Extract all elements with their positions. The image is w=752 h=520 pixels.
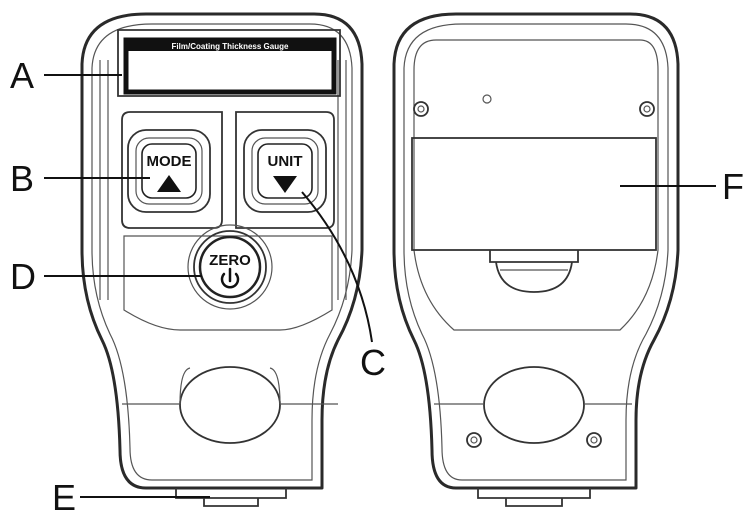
- screen-title-bar: [126, 40, 334, 51]
- unit-button-label: UNIT: [268, 153, 303, 170]
- callout-c: C: [301, 191, 386, 383]
- pin-hole: [482, 94, 492, 104]
- callout-a: A: [10, 55, 122, 96]
- front-view: Film/Coating Thickness Gauge MODE UNIT Z…: [80, 12, 364, 507]
- front-body-outline: [80, 12, 364, 490]
- keypad-panel-lower: [123, 235, 333, 331]
- screw-icon: [466, 432, 482, 448]
- front-bottom-window: [122, 366, 338, 444]
- mode-button-label: MODE: [147, 153, 192, 170]
- screw-icon: [586, 432, 602, 448]
- callout-a-label: A: [10, 55, 34, 96]
- screw-icon: [413, 101, 429, 117]
- keypad-panel: [121, 111, 223, 229]
- callout-b-label: B: [10, 158, 34, 199]
- power-icon: [220, 267, 240, 289]
- front-probe-tip: [175, 488, 287, 507]
- battery-cover[interactable]: [411, 137, 657, 251]
- callout-c-label: C: [360, 342, 386, 383]
- triangle-down-icon: [273, 176, 297, 193]
- back-inner-panel: [413, 39, 659, 331]
- front-grip-left: [99, 60, 109, 300]
- callout-e: E: [52, 477, 210, 518]
- callout-b: B: [10, 158, 150, 199]
- callout-f-label: F: [722, 166, 744, 207]
- unit-button[interactable]: UNIT: [243, 129, 327, 213]
- back-body-outline: [392, 12, 680, 490]
- back-view: [392, 12, 680, 507]
- back-body-rim: [403, 23, 669, 481]
- zero-button-label: ZERO: [209, 252, 251, 269]
- screen-title: Film/Coating Thickness Gauge: [172, 42, 289, 51]
- callout-f: F: [620, 166, 744, 207]
- front-body-rim: [91, 23, 353, 481]
- triangle-up-icon: [157, 175, 181, 192]
- callout-d: D: [10, 256, 202, 297]
- screw-icon: [639, 101, 655, 117]
- back-bottom-window: [434, 366, 632, 444]
- zero-button[interactable]: ZERO: [187, 224, 273, 310]
- mode-button[interactable]: MODE: [127, 129, 211, 213]
- callout-e-label: E: [52, 477, 76, 518]
- battery-cover-latch[interactable]: [489, 250, 579, 293]
- back-probe-tip: [477, 488, 591, 507]
- callout-d-label: D: [10, 256, 36, 297]
